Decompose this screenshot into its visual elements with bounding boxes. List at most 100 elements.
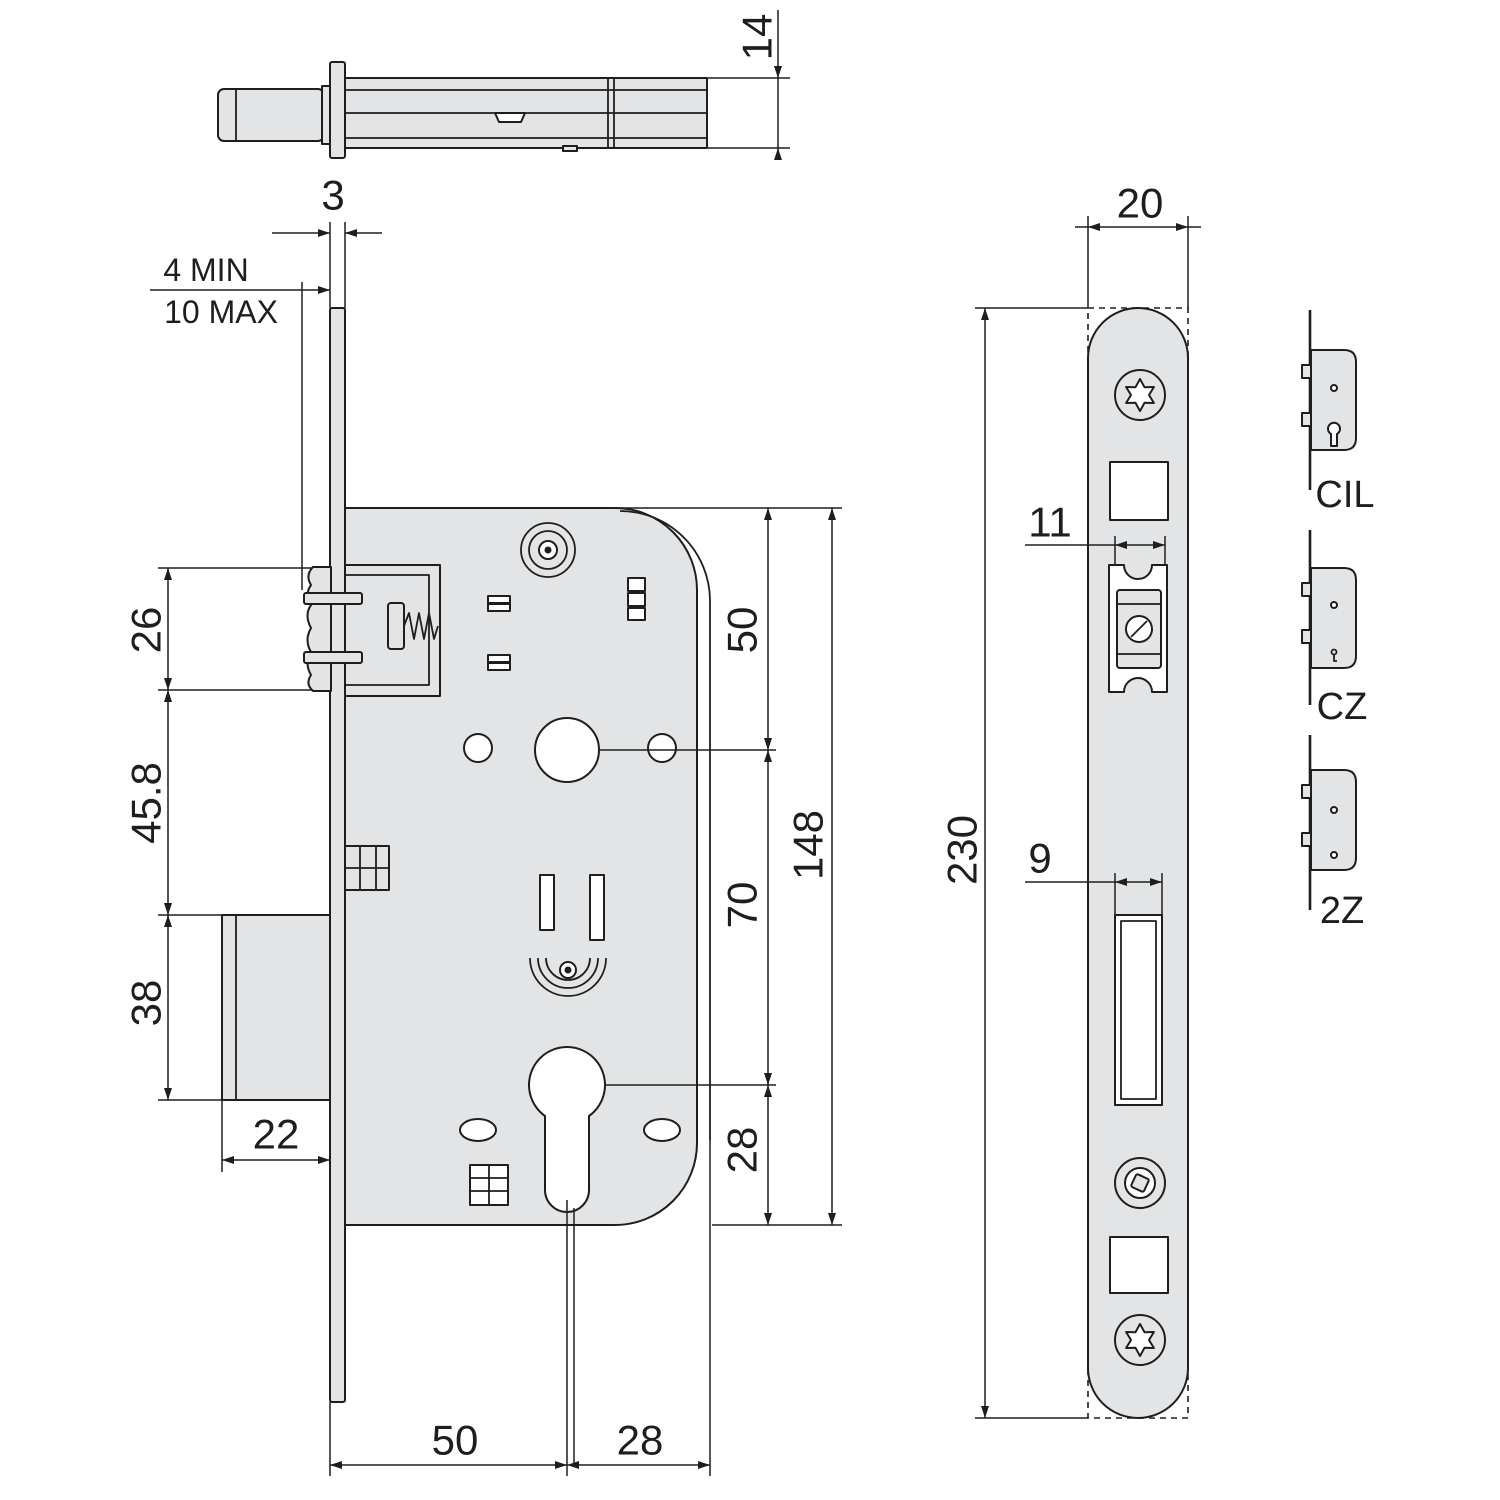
dimension-20: 20: [1075, 180, 1201, 308]
key-mark-icon: [1330, 648, 1338, 662]
variant-latch: [1301, 364, 1312, 379]
variant-label: CIL: [1315, 474, 1374, 516]
dim-label-45-8: 45.8: [123, 762, 170, 844]
oval-hole-right: [643, 1118, 681, 1142]
dimension-bottom: 50 28: [329, 1140, 711, 1476]
dim-label-148: 148: [785, 810, 832, 880]
dimension-22: 22: [221, 1100, 330, 1172]
lock-side-view: [221, 307, 711, 1403]
dimension-3: 3: [272, 172, 382, 308]
variant-case: [1310, 769, 1357, 871]
case-screw-top: [520, 522, 576, 578]
screw-center: [544, 546, 552, 554]
deadbolt-opening: [1114, 914, 1163, 1106]
dim-label: 11: [1028, 499, 1072, 546]
dimension-9: 9: [1025, 835, 1163, 915]
dimension-projection: 4 MIN 10 MAX: [150, 252, 330, 590]
euro-keyhole-icon: [1327, 421, 1341, 447]
torx-icon: [1125, 1323, 1155, 1357]
variant-cil: CIL: [1301, 310, 1375, 516]
latch-bolt: [306, 566, 332, 692]
cam-screw-center: [564, 966, 572, 974]
top-body-tab: [562, 145, 578, 152]
variant-case: [1310, 349, 1357, 451]
dim-label-28: 28: [719, 1127, 766, 1174]
latch-pin-lower: [303, 651, 363, 664]
variant-bolt: [1301, 629, 1312, 644]
variant-latch: [1301, 582, 1312, 597]
deadbolt-window: [1114, 914, 1163, 1106]
screw-ring-inner: [528, 530, 568, 570]
torx-icon: [1125, 378, 1155, 412]
fixing-hole-right: [647, 733, 677, 763]
latch-opening: [1108, 564, 1168, 693]
dimension-right-stack: 50 70 28 148: [600, 507, 842, 1226]
dim-label-38: 38: [123, 980, 170, 1027]
dimension-230: 230: [939, 307, 1088, 1419]
latch-carrier-inner: [344, 574, 430, 686]
variant-cz: CZ: [1301, 530, 1368, 728]
dim-label-26: 26: [123, 607, 170, 654]
dimension-14: 14: [708, 10, 790, 160]
switch-block: [469, 1164, 509, 1206]
variant-label: CZ: [1317, 686, 1368, 728]
guide-slot-left: [539, 874, 555, 931]
top-flange: [329, 61, 346, 159]
deadbolt-face: [1120, 920, 1157, 1100]
variant-follower-hole: [1330, 806, 1338, 814]
key-mark-bit: [1333, 655, 1337, 662]
cam-arc-mid: [537, 957, 599, 989]
upper-square-opening: [1109, 461, 1169, 521]
front-plate: [329, 307, 346, 1403]
fixing-hole-left: [463, 733, 493, 763]
slot-icon: [1130, 620, 1148, 638]
variant-2z: 2Z: [1301, 735, 1364, 932]
dim-label: 22: [253, 1111, 300, 1158]
screw-slot-icon: [1130, 1173, 1150, 1193]
cam-pivot: [529, 957, 607, 997]
faceplate-front-view: [1087, 307, 1189, 1419]
dim-label-50: 50: [432, 1417, 479, 1464]
dimension-11: 11: [1025, 499, 1166, 565]
variant-label: 2Z: [1320, 890, 1364, 932]
case-small-slots: [487, 577, 646, 671]
cam-arc-outer: [529, 957, 607, 997]
top-body-notch: [494, 112, 526, 123]
auxiliary-latch: [344, 845, 390, 891]
slot: [487, 603, 511, 612]
cover-edge: [619, 510, 711, 1140]
lower-square-opening: [1109, 1236, 1169, 1294]
variant-latch: [1301, 784, 1312, 799]
latch-pin-upper: [303, 592, 363, 605]
dim-label: 3: [321, 172, 344, 219]
variant-case: [1310, 567, 1357, 669]
dim-label-28: 28: [617, 1417, 664, 1464]
variant-second-hole: [1330, 851, 1338, 859]
variant-follower-hole: [1330, 384, 1338, 392]
dimension-left-stack: 26 45.8 38: [123, 567, 312, 1101]
latch-top-view: [217, 61, 708, 159]
dim-label: 14: [734, 14, 781, 61]
variant-bolt: [1301, 832, 1312, 847]
dim-label: 9: [1028, 835, 1051, 882]
screw-ring-outer: [520, 522, 576, 578]
latch-spring: [403, 612, 439, 640]
slot: [627, 577, 646, 592]
variant-follower-hole: [1330, 601, 1338, 609]
slot: [487, 654, 511, 663]
dim-label-70: 70: [719, 882, 766, 929]
latch-tail: [387, 602, 405, 650]
variant-bolt: [1301, 412, 1312, 427]
key-mark-bow: [1330, 648, 1338, 656]
deadbolt: [221, 914, 331, 1101]
dim-label-50: 50: [719, 607, 766, 654]
torx-screw-bottom: [1114, 1314, 1166, 1366]
euro-cylinder-hole: [528, 1046, 606, 1213]
dim-label-min: 4 MIN: [163, 252, 248, 288]
cam-arc-inner: [545, 957, 591, 981]
slot: [627, 607, 646, 621]
oval-hole-left: [459, 1118, 497, 1142]
follower-hole: [534, 717, 600, 783]
torx-screw-top: [1114, 369, 1166, 421]
guide-slot-right: [589, 874, 605, 941]
